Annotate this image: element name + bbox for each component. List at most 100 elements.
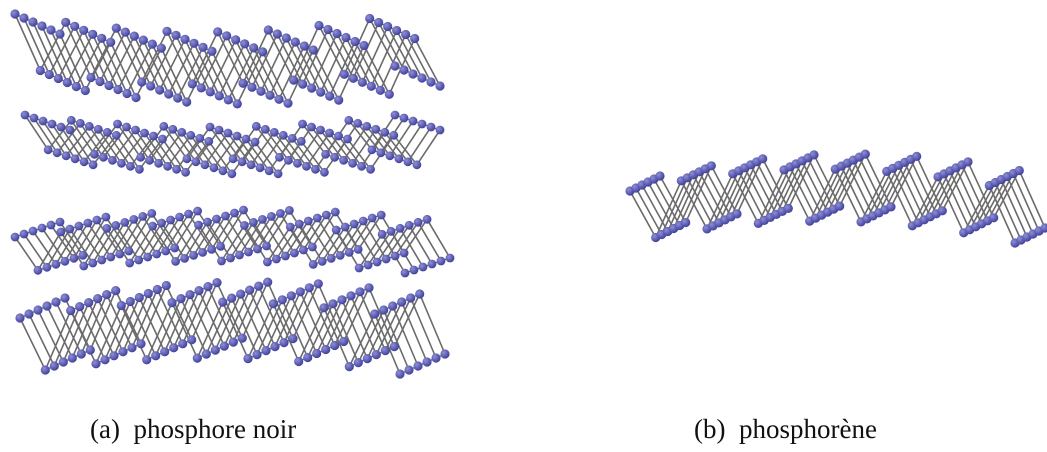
phosphorus-atom: [55, 29, 65, 39]
phosphorus-atom: [261, 346, 271, 356]
phosphorus-atom: [330, 152, 339, 162]
phosphorus-atom: [230, 208, 239, 218]
phosphorus-atom: [80, 85, 90, 96]
phosphorus-atom: [263, 25, 273, 35]
phosphorus-atom: [392, 25, 402, 36]
phosphorus-atom: [198, 248, 208, 257]
phosphorus-atom: [253, 244, 262, 254]
phosphorus-atom: [247, 82, 257, 92]
phosphorus-atom: [321, 149, 330, 159]
phosphorus-atom: [84, 121, 94, 131]
phosphorus-atom: [106, 252, 116, 262]
phosphorus-atom: [706, 161, 716, 171]
phosphorus-atom: [390, 110, 400, 120]
zigzag-bond-chain: [653, 155, 1040, 232]
phosphorus-atom: [117, 158, 126, 168]
atom-set: [15, 277, 450, 379]
phosphorus-atom: [237, 333, 247, 343]
phosphorus-atom: [270, 342, 280, 352]
phosphorus-atom: [252, 350, 262, 360]
phosphorus-atom: [106, 37, 116, 47]
phosphorus-atom: [277, 295, 287, 305]
phosphorus-atom: [120, 27, 130, 37]
phosphorus-atom: [681, 217, 691, 228]
phosphorus-atom: [308, 260, 318, 269]
zigzag-bond-chain: [37, 292, 419, 367]
zigzag-bond-chain: [41, 214, 433, 265]
phosphorus-atom: [295, 287, 305, 297]
phosphorus-atom: [33, 305, 43, 315]
phosphorus-atom: [205, 87, 215, 97]
zigzag-bond-chain: [59, 208, 451, 259]
phosphorus-atom: [732, 209, 742, 219]
phosphorus-atom: [417, 73, 427, 83]
phosphorus-atom: [28, 17, 38, 27]
phosphorus-atom: [267, 212, 276, 221]
phosphorus-atom: [228, 154, 238, 164]
phosphorus-atom: [268, 299, 278, 309]
phosphorus-atom: [134, 255, 144, 265]
phosphorus-atom: [408, 116, 418, 126]
phosphorus-atom: [88, 160, 98, 170]
phosphorus-atom: [339, 155, 348, 165]
phosphorus-atom: [358, 216, 368, 226]
zigzag-bond-chain: [46, 288, 428, 363]
phosphorus-atom: [71, 81, 81, 92]
zigzag-bond-chain: [55, 284, 437, 359]
phosphorus-atom: [285, 222, 295, 232]
phosphorus-atom: [61, 151, 71, 161]
phosphorus-atom: [346, 291, 356, 301]
zigzag-bond-chain: [659, 152, 1046, 229]
phosphorus-atom: [390, 251, 400, 261]
phosphorus-atom: [122, 88, 132, 99]
phosphorus-atom: [251, 121, 261, 131]
phosphorus-atom: [75, 118, 85, 128]
phosphorus-atom: [178, 339, 188, 349]
phosphorus-atom: [243, 354, 253, 364]
phosphorus-atom: [125, 161, 135, 171]
phosphorus-atom: [404, 220, 414, 230]
phosphorus-atom: [200, 160, 210, 170]
zigzag-bond-chain: [32, 217, 424, 268]
phosphorus-atom: [254, 281, 264, 291]
phosphorus-atom: [349, 219, 359, 229]
phosphorus-atom: [104, 80, 114, 91]
phosphorus-atom: [289, 75, 299, 85]
phosphorus-atom: [159, 121, 169, 131]
phosphorus-atom: [238, 78, 248, 88]
phosphorus-atom: [44, 69, 54, 80]
phosphorus-atom: [93, 294, 103, 304]
phosphorus-atom: [79, 25, 89, 35]
phosphorus-atom: [78, 250, 88, 260]
phosphorus-atom: [370, 309, 380, 319]
phosphorus-atom: [331, 225, 341, 235]
phosphorus-atom: [182, 97, 192, 107]
phosphorus-atom: [281, 251, 290, 261]
phosphorus-atom: [214, 125, 224, 135]
phosphorus-atom: [353, 358, 363, 368]
phosphorus-atom: [85, 345, 95, 355]
phosphorene-monolayer: [625, 149, 1047, 248]
phosphorus-atom: [237, 157, 247, 167]
phosphorus-atom: [412, 160, 422, 170]
phosphorus-atom: [371, 124, 381, 134]
phosphorus-atom: [371, 350, 381, 360]
phosphorus-atom: [191, 157, 201, 167]
phosphorus-atom: [37, 21, 47, 31]
phosphorus-atom: [307, 122, 316, 132]
phosphorus-atom: [344, 115, 354, 125]
phosphorus-atom: [376, 210, 386, 220]
phosphorus-atom: [122, 122, 131, 132]
zigzag-bond-chain: [635, 164, 1022, 241]
phosphorus-atom: [357, 161, 366, 171]
phosphorus-atom: [341, 32, 351, 43]
phosphorus-atom: [334, 131, 343, 141]
phosphorus-atom: [307, 83, 317, 93]
bond-set: [629, 152, 1046, 244]
phosphorus-atom: [328, 299, 338, 309]
phosphorus-atom: [115, 249, 125, 259]
phosphorus-atom: [83, 218, 93, 228]
phosphorus-atom: [363, 260, 373, 270]
caption-phosphorene: (b) phosphorène: [694, 414, 877, 444]
